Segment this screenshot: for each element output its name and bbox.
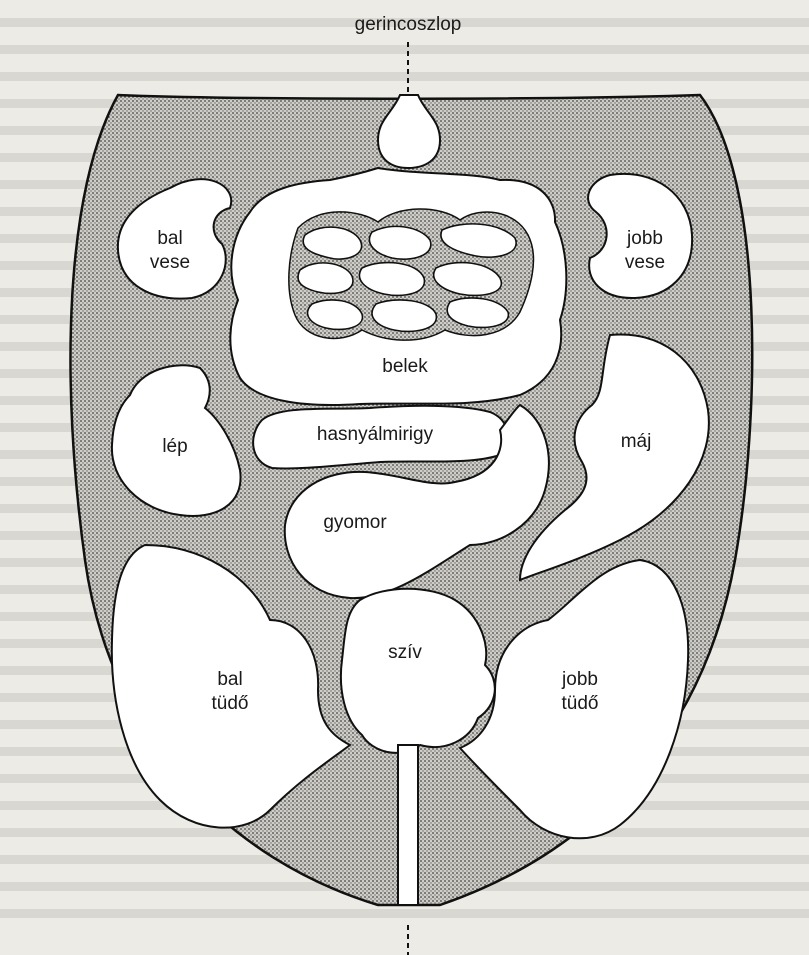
label-liver: máj (621, 431, 652, 452)
intestine-loops (298, 224, 516, 332)
label-stomach: gyomor (323, 512, 387, 533)
label-spleen: lép (162, 436, 187, 457)
label-spine: gerincoszlop (355, 14, 462, 35)
label-pancreas: hasnyálmirigy (317, 424, 434, 445)
label-right-lung-2: tüdő (562, 693, 599, 714)
label-right-kidney-1: jobb (626, 228, 663, 249)
label-left-kidney-2: vese (150, 252, 190, 273)
heart (341, 589, 495, 753)
label-right-kidney-2: vese (625, 252, 665, 273)
label-left-lung-2: tüdő (212, 693, 249, 714)
label-left-lung-1: bal (217, 669, 242, 690)
label-intestines: belek (382, 356, 428, 377)
trachea (398, 745, 418, 905)
label-left-kidney-1: bal (157, 228, 182, 249)
label-heart: szív (388, 642, 422, 663)
label-right-lung-1: jobb (561, 669, 598, 690)
